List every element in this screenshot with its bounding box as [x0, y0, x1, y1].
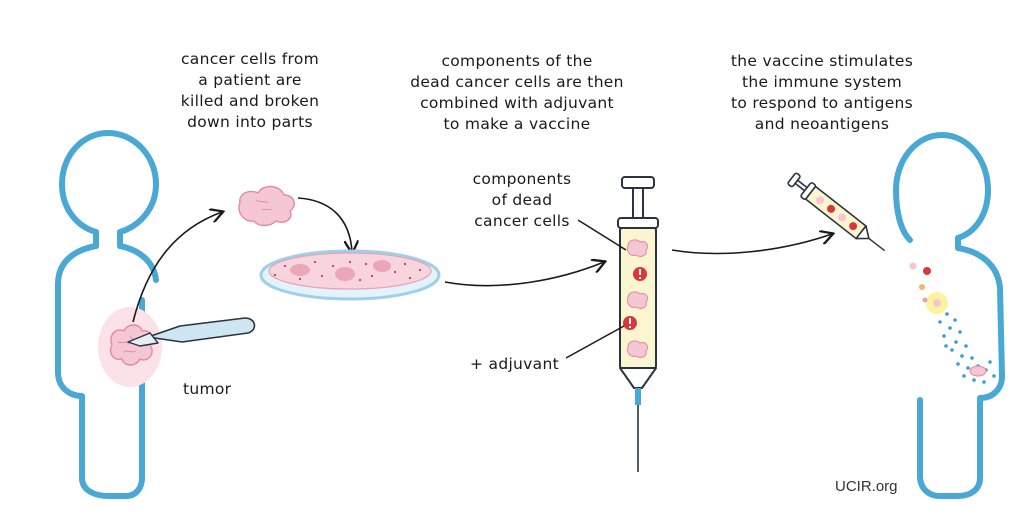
step-3-line-2: the immune system [741, 73, 903, 91]
petri-dish [259, 249, 441, 301]
arrow-dish-to-syringe [444, 262, 604, 287]
components-label: components of dead cancer cells [462, 169, 582, 232]
step-3-line-4: and neoantigens [754, 115, 890, 133]
step-2-line-1: components of the [441, 52, 593, 70]
tumor-tissue [98, 307, 162, 387]
tumor-label: tumor [183, 380, 232, 398]
step-1-caption: cancer cells from a patient are killed a… [150, 49, 350, 133]
vaccine-syringe [617, 176, 659, 472]
step-2-caption: components of the dead cancer cells are … [392, 51, 642, 135]
step-3-line-1: the vaccine stimulates [730, 52, 914, 70]
patient-body-left [55, 130, 159, 499]
step-1-line-3: killed and broken [180, 92, 320, 110]
immune-response [909, 262, 996, 384]
pointer-components [577, 219, 627, 251]
step-2-line-4: to make a vaccine [443, 115, 591, 133]
step-3-caption: the vaccine stimulates the immune system… [712, 51, 932, 135]
credit-text: UCIR.org [835, 478, 898, 495]
arrow-tissue-to-dish [297, 197, 352, 252]
components-label-line-2: of dead [491, 191, 553, 209]
arrow-tumor-to-tissue [132, 212, 222, 323]
arrow-syringe-to-patient [671, 234, 832, 255]
patient-body-right [893, 132, 1005, 499]
injecting-syringe [787, 172, 886, 252]
step-2-line-3: combined with adjuvant [420, 94, 614, 112]
step-3-line-3: to respond to antigens [730, 94, 914, 112]
step-1-line-2: a patient are [198, 71, 302, 89]
components-label-line-1: components [472, 170, 572, 188]
adjuvant-label: + adjuvant [470, 355, 559, 373]
step-1-line-1: cancer cells from [180, 50, 320, 68]
step-2-line-2: dead cancer cells are then [410, 73, 624, 91]
scalpel [127, 317, 256, 347]
tissue-fragment [238, 185, 295, 227]
step-1-line-4: down into parts [187, 113, 313, 131]
components-label-line-3: cancer cells [474, 212, 570, 230]
pointer-adjuvant [565, 325, 625, 359]
